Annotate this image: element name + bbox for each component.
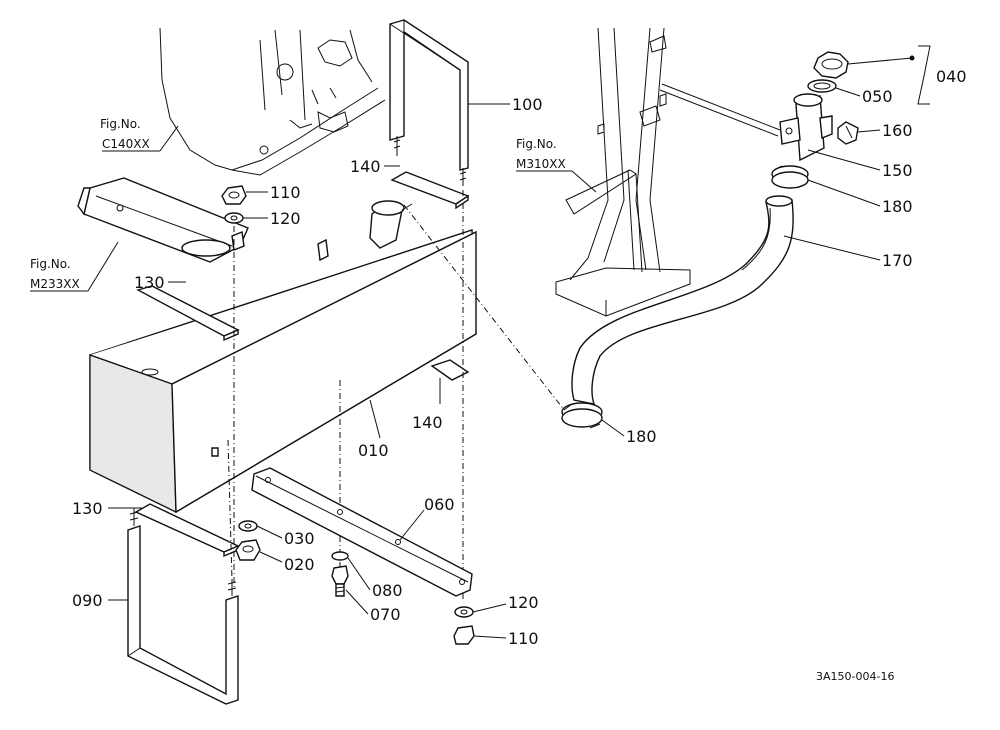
label-120-bottom: 120 — [508, 593, 539, 612]
gasket-050 — [807, 79, 837, 93]
strap-100 — [389, 19, 469, 186]
washer-080 — [331, 551, 349, 561]
washer-030 — [238, 520, 258, 532]
fig-ref-m310-code: M310XX — [516, 157, 566, 171]
washer-120-top — [224, 212, 244, 224]
label-180-top: 180 — [882, 197, 913, 216]
label-050: 050 — [862, 87, 893, 106]
hose-170 — [571, 195, 794, 405]
label-020: 020 — [284, 555, 315, 574]
fig-ref-c140: Fig.No. C140XX — [100, 117, 179, 152]
fuel-tank — [89, 200, 477, 514]
engine-housing — [159, 27, 386, 176]
label-110-bottom: 110 — [508, 629, 539, 648]
label-170: 170 — [882, 251, 913, 270]
label-130-top: 130 — [134, 273, 165, 292]
leader-lines — [108, 45, 931, 639]
bolt-070 — [331, 565, 349, 597]
front-bracket — [77, 177, 249, 263]
nut-020 — [235, 539, 261, 561]
fitting-160 — [837, 121, 859, 145]
label-120-top: 120 — [270, 209, 301, 228]
fig-ref-m233-code: M233XX — [30, 277, 80, 291]
nut-110-top — [221, 185, 247, 205]
filler-neck-150 — [779, 93, 833, 162]
label-140-top: 140 — [350, 157, 381, 176]
part-number-labels: 100 110 120 140 130 140 010 130 030 020 … — [72, 67, 967, 648]
label-070: 070 — [370, 605, 401, 624]
label-160: 160 — [882, 121, 913, 140]
label-080: 080 — [372, 581, 403, 600]
label-110-top: 110 — [270, 183, 301, 202]
fig-ref-c140-title: Fig.No. — [100, 117, 141, 131]
pad-140-top — [390, 171, 470, 210]
drawing-code: 3A150-004-16 — [816, 670, 894, 683]
pad-130-lower — [134, 503, 240, 558]
bracket-060 — [251, 467, 473, 597]
label-140-lower: 140 — [412, 413, 443, 432]
pad-140-lower — [430, 359, 470, 381]
fig-ref-c140-code: C140XX — [102, 137, 150, 151]
label-040: 040 — [936, 67, 967, 86]
label-100: 100 — [512, 95, 543, 114]
strap-090 — [127, 508, 239, 705]
label-010: 010 — [358, 441, 389, 460]
fig-ref-m310-title: Fig.No. — [516, 137, 557, 151]
label-150: 150 — [882, 161, 913, 180]
fig-ref-m233-title: Fig.No. — [30, 257, 71, 271]
nut-110-bottom — [453, 625, 475, 645]
fig-ref-m310: Fig.No. M310XX — [516, 137, 597, 193]
washer-120-bottom — [454, 606, 474, 618]
frame-m310 — [555, 27, 691, 317]
filler-cap-040 — [813, 51, 915, 79]
hose-clamp-180-top — [771, 165, 809, 189]
hose-clamp-180-bottom — [561, 402, 603, 429]
label-060: 060 — [424, 495, 455, 514]
label-090: 090 — [72, 591, 103, 610]
label-180-bottom: 180 — [626, 427, 657, 446]
label-130-lower: 130 — [72, 499, 103, 518]
label-030: 030 — [284, 529, 315, 548]
fig-ref-m233: Fig.No. M233XX — [30, 241, 119, 292]
